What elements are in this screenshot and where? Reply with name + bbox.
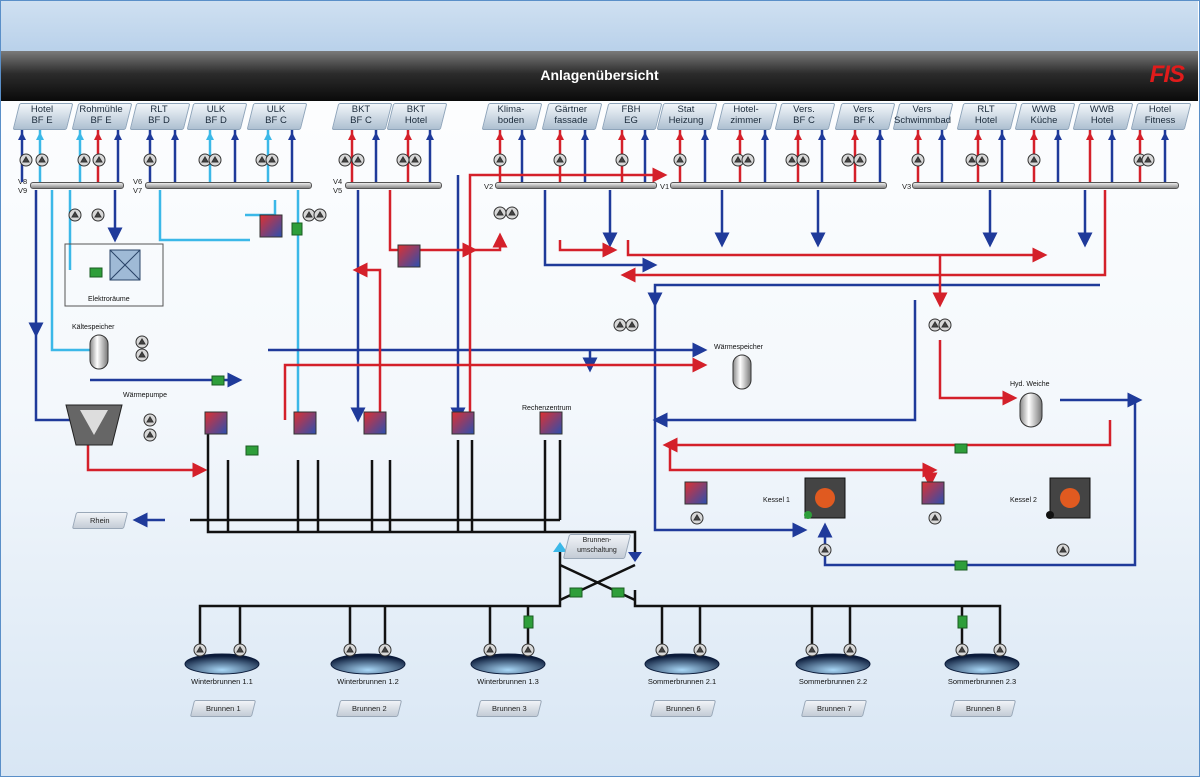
top-band — [1, 1, 1198, 51]
well-name-label: Winterbrunnen 1.3 — [477, 677, 539, 686]
bus-label-v4: V4 — [333, 177, 343, 186]
rhein-button[interactable]: Rhein — [71, 512, 129, 529]
well-button-6[interactable]: Brunnen 8 — [949, 700, 1017, 717]
well-name-label: Sommerbrunnen 2.2 — [798, 677, 868, 686]
label-waermespeicher: Wärmespeicher — [714, 344, 764, 351]
bus-label-v1: V1 — [660, 182, 670, 191]
page-title: Anlagenübersicht — [540, 67, 659, 83]
well-5 — [795, 653, 871, 675]
label-kaeltespeicher: Kältespeicher — [72, 324, 115, 331]
label-elektroraeume: Elektroräume — [88, 296, 130, 303]
company-logo: FIS — [1149, 61, 1185, 88]
tab-consumer-label: Klima-boden — [497, 104, 525, 126]
label-rechenzentrum: Rechenzentrum — [522, 405, 572, 412]
label-kessel-2: Kessel 2 — [1010, 497, 1037, 504]
bus-label-v2: V2 — [484, 182, 494, 191]
well-3 — [470, 653, 546, 675]
bus-label-v9: V9 — [18, 186, 28, 195]
well-button-2[interactable]: Brunnen 2 — [335, 700, 403, 717]
well-name-label: Sommerbrunnen 2.3 — [947, 677, 1017, 686]
distribution-bus-v2 — [495, 182, 657, 189]
well-name-label: Winterbrunnen 1.2 — [337, 677, 399, 686]
label-kessel-1: Kessel 1 — [763, 497, 790, 504]
heat-exchangers — [204, 214, 945, 505]
title-bar: Anlagenübersicht FIS — [1, 51, 1198, 101]
bus-label-v7: V7 — [133, 186, 143, 195]
well-4 — [644, 653, 720, 675]
distribution-bus-v3 — [912, 182, 1179, 189]
label-hyd-weiche: Hyd. Weiche — [1010, 381, 1050, 388]
bus-label-v5: V5 — [333, 186, 343, 195]
well-2 — [330, 653, 406, 675]
bus-label-v3: V3 — [902, 182, 912, 191]
well-name-label: Winterbrunnen 1.1 — [191, 677, 253, 686]
well-name-label: Sommerbrunnen 2.1 — [647, 677, 717, 686]
tab-consumer-label: Vers.BF C — [793, 104, 815, 126]
well-button-4[interactable]: Brunnen 6 — [649, 700, 717, 717]
well-button-1[interactable]: Brunnen 1 — [189, 700, 257, 717]
well-1 — [184, 653, 260, 675]
distribution-bus-v6-v7 — [145, 182, 312, 189]
well-6 — [944, 653, 1020, 675]
tab-consumer-label: Hotel-zimmer — [730, 104, 762, 126]
brunnenumschaltung-button[interactable]: Brunnen- umschaltung — [562, 534, 632, 559]
well-button-5[interactable]: Brunnen 7 — [800, 700, 868, 717]
distribution-bus-v4-v5 — [345, 182, 442, 189]
label-waermepumpe: Wärmepumpe — [123, 392, 167, 399]
distribution-bus-v1 — [670, 182, 887, 189]
tab-consumer-label: Vers.BF K — [853, 104, 875, 126]
bus-label-v6: V6 — [133, 177, 143, 186]
well-button-3[interactable]: Brunnen 3 — [475, 700, 543, 717]
distribution-bus-v8-v9 — [30, 182, 124, 189]
